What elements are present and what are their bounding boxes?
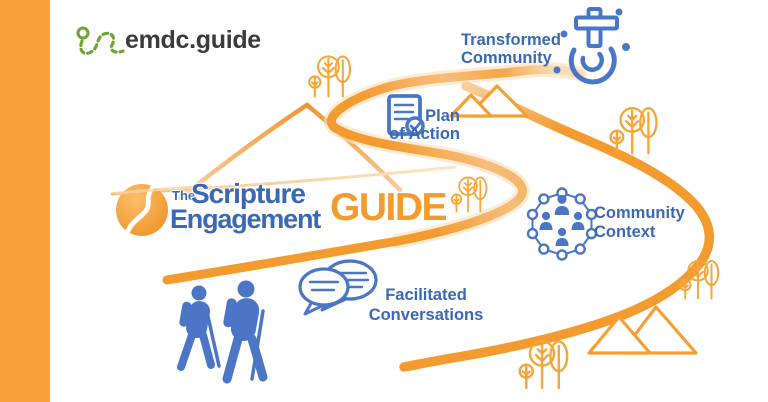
milestone-community-line2: Context: [594, 223, 656, 241]
milestone-facilitated-conversations: Facilitated Conversations: [355, 286, 497, 325]
tree-group-icon: [308, 55, 352, 98]
plan-of-action-icon: [387, 94, 425, 136]
milestone-community-line1: Community: [594, 204, 685, 222]
milestone-transformed-line1: Transformed: [461, 31, 561, 49]
tree-group-icon: [609, 107, 658, 155]
road-path: [162, 62, 715, 372]
title-line1: Scripture: [191, 178, 306, 209]
title-guide: GUIDE: [330, 186, 448, 229]
tree-group-icon: [450, 176, 488, 213]
milestone-facilitated-line2: Conversations: [368, 305, 484, 324]
milestone-facilitated-line1: Facilitated: [385, 286, 467, 304]
transformed-community-icon: [553, 7, 630, 85]
mountain-icon: [449, 84, 529, 118]
hikers-icon: [177, 280, 268, 384]
route-logo-icon: [76, 26, 125, 55]
brand-wordmark: emdc.guide: [125, 26, 261, 54]
community-context-icon: [526, 187, 598, 261]
hiker-left: [177, 285, 221, 371]
tree-group-icon: [518, 340, 569, 390]
mountain-icon: [587, 305, 698, 355]
sun-road-icon: [116, 184, 212, 236]
road-serpentine: [162, 65, 585, 285]
milestone-community-context: Community Context: [594, 204, 685, 242]
milestone-plan-line1: Plan: [425, 107, 460, 125]
conversations-icon: [298, 259, 378, 316]
milestone-plan-of-action: Plan of Action: [368, 107, 460, 143]
milestone-transformed-community: Transformed Community: [461, 31, 561, 67]
hiker-right: [222, 280, 268, 384]
mountain-icon: [177, 102, 403, 201]
milestone-plan-line2: of Action: [389, 125, 460, 143]
left-accent-bar: [0, 0, 50, 402]
road-right-sweep: [399, 81, 715, 372]
title-prefix: The: [172, 188, 196, 203]
milestone-transformed-line2: Community: [461, 49, 552, 67]
title-line2: Engagement: [170, 204, 321, 234]
